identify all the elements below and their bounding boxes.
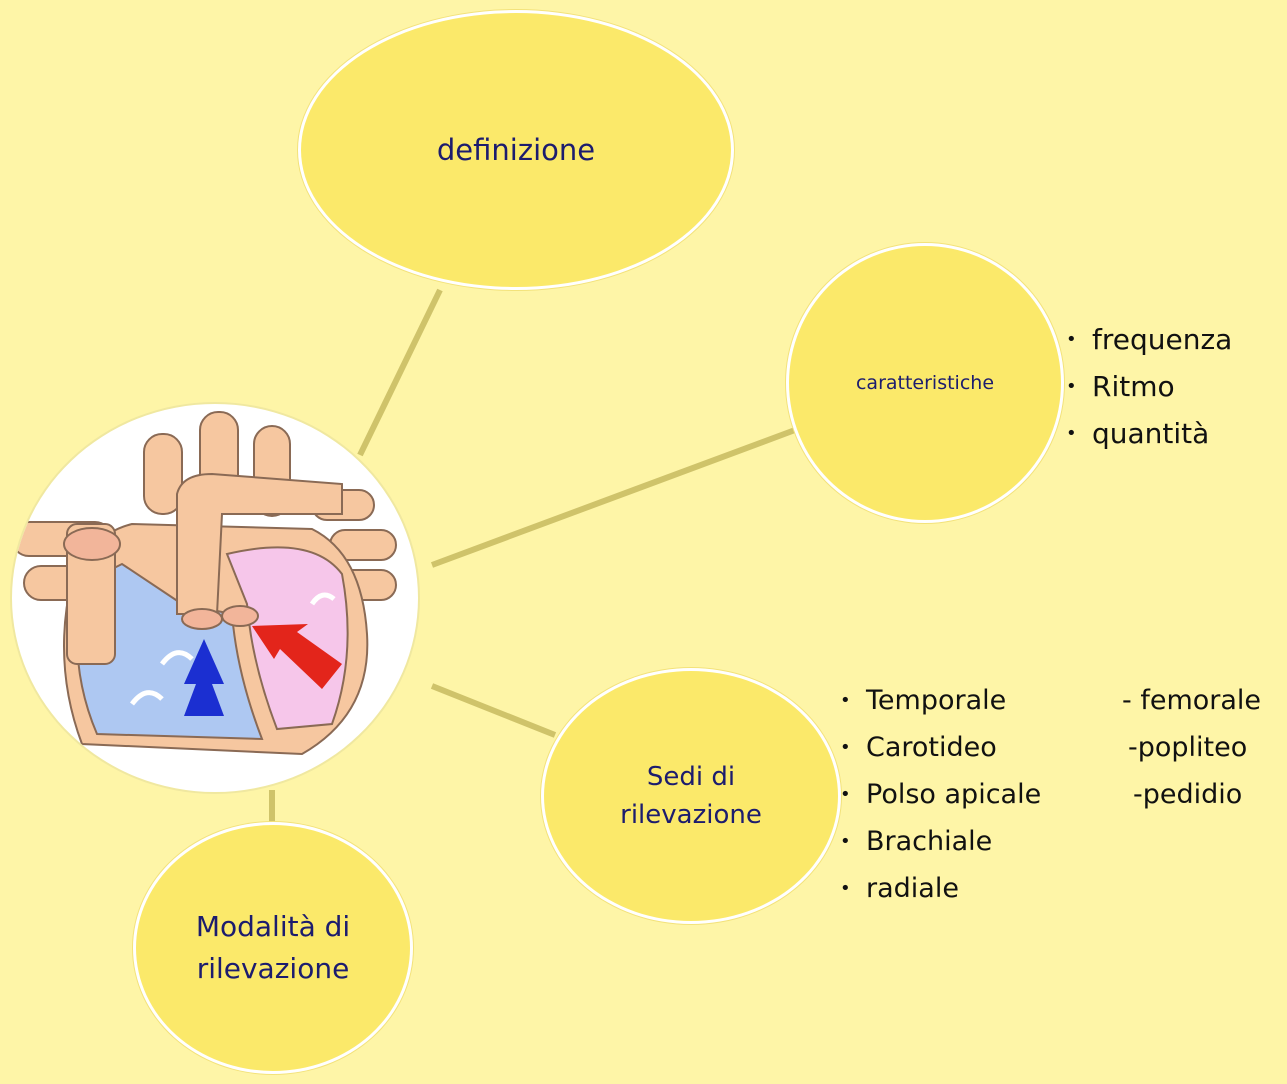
node-definizione-label: definizione: [437, 133, 595, 167]
connector-caratteristiche: [432, 430, 795, 565]
caratteristiche-list: frequenza Ritmo quantità: [1066, 316, 1232, 457]
list-item: radiale: [840, 865, 1041, 912]
node-modalita: Modalità di rilevazione: [133, 822, 413, 1074]
sedi-item-femorale: - femorale: [1122, 677, 1261, 724]
node-modalita-label-1: Modalità di: [196, 906, 350, 948]
list-item: Polso apicale: [840, 771, 1041, 818]
node-caratteristiche: caratteristiche: [786, 243, 1064, 523]
sedi-item-popliteo: -popliteo: [1128, 724, 1247, 771]
sedi-item-pedidio: -pedidio: [1133, 771, 1242, 818]
connector-sedi: [432, 686, 555, 735]
list-item: Carotideo: [840, 724, 1041, 771]
heart-diagram: [10, 402, 420, 794]
connector-definizione: [360, 290, 440, 455]
node-caratteristiche-label: caratteristiche: [856, 372, 994, 394]
sedi-list: Temporale Carotideo Polso apicale Brachi…: [840, 677, 1041, 912]
list-item: Brachiale: [840, 818, 1041, 865]
node-modalita-label-2: rilevazione: [197, 948, 350, 990]
list-item: frequenza: [1066, 316, 1232, 363]
node-sedi: Sedi di rilevazione: [541, 668, 841, 924]
node-definizione: definizione: [298, 10, 734, 290]
list-item: quantità: [1066, 410, 1232, 457]
list-item: Ritmo: [1066, 363, 1232, 410]
node-sedi-label-1: Sedi di: [647, 758, 735, 796]
node-sedi-label-2: rilevazione: [620, 796, 762, 834]
list-item: Temporale: [840, 677, 1041, 724]
heart-diagram-icon: [12, 404, 420, 794]
